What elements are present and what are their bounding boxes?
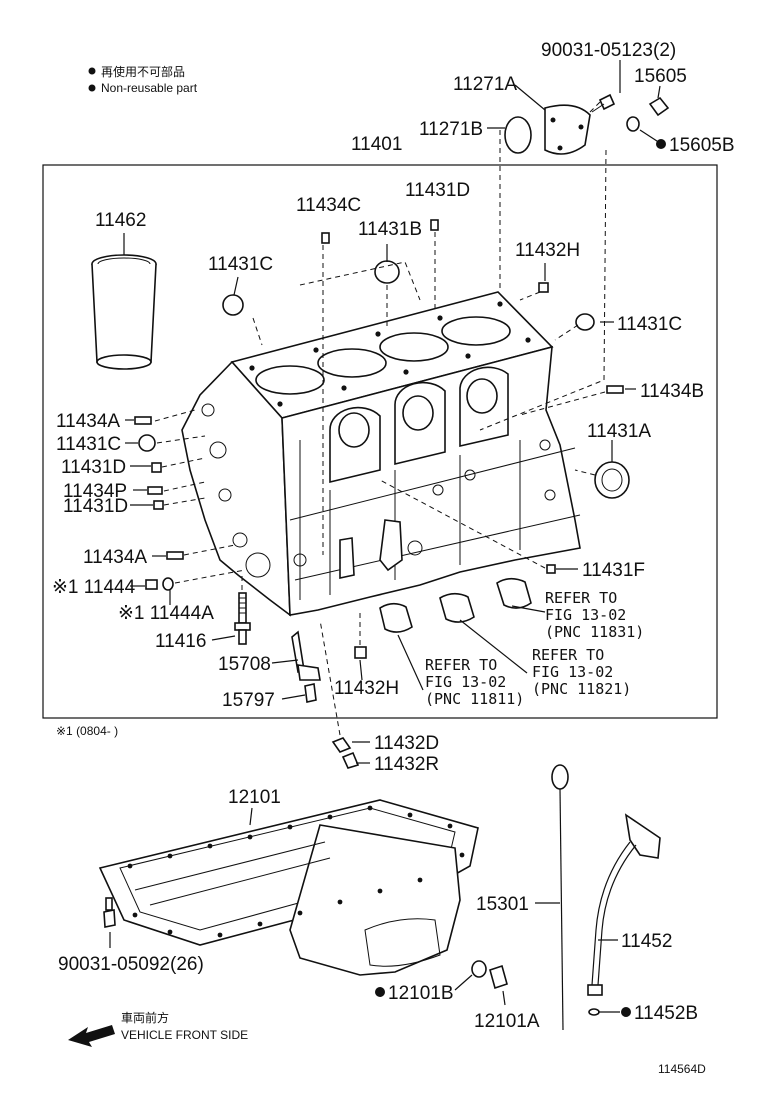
label-11271B: 11271B <box>419 119 483 140</box>
label-11431C-right: 11431C <box>617 314 682 335</box>
label-11434A-1: 11434A <box>56 411 120 432</box>
legend-nonreusable-jp: 再使用不可部品 <box>101 64 185 79</box>
dipstick-guide-11452 <box>587 813 661 1016</box>
engine-block-group-frame <box>42 164 718 719</box>
label-11444: ※1 11444 <box>52 577 136 598</box>
ref-11811-line1: REFER TO <box>425 656 497 674</box>
ref-11821-line2: FIG 13-02 <box>532 663 613 681</box>
label-11444A: ※1 11444A <box>118 603 214 624</box>
label-90031-05123: 90031-05123(2) <box>541 40 676 61</box>
plug-11432D-11432R <box>331 737 360 769</box>
label-11271A: 11271A <box>453 74 517 95</box>
label-15797: 15797 <box>222 690 275 711</box>
label-15301: 15301 <box>476 894 529 915</box>
legend-bullet-icon <box>88 84 96 92</box>
diagram-id: 114564D <box>658 1062 706 1076</box>
label-11452B: 11452B <box>634 1003 698 1024</box>
vehicle-front-en: VEHICLE FRONT SIDE <box>121 1028 248 1042</box>
label-11432D: 11432D <box>374 733 439 754</box>
label-11431B: 11431B <box>358 219 422 240</box>
label-15708: 15708 <box>218 654 271 675</box>
cylinder-bore-1 <box>255 365 325 395</box>
label-11432R: 11432R <box>374 754 439 775</box>
vehicle-front-jp: 車両前方 <box>121 1010 169 1025</box>
cylinder-bore-3 <box>379 332 449 362</box>
label-11434P: 11434P <box>63 481 127 502</box>
label-11432H-bottom: 11432H <box>334 678 399 699</box>
label-11431D-top: 11431D <box>405 180 470 201</box>
oil-jet-15708 <box>291 630 321 703</box>
gasket-11271B <box>504 116 532 154</box>
cylinder-liner-11462 <box>91 254 157 370</box>
label-11452: 11452 <box>621 931 672 952</box>
legend-nonreusable-en: Non-reusable part <box>101 81 198 95</box>
oil-pan-12101 <box>98 799 479 976</box>
label-11431A: 11431A <box>587 421 651 442</box>
ref-11811-line2: FIG 13-02 <box>425 673 506 691</box>
label-11431F: 11431F <box>582 560 645 581</box>
footnote-note: ※1 (0804- ) <box>56 724 118 738</box>
label-11434C: 11434C <box>296 195 361 216</box>
label-11401: 11401 <box>351 134 402 155</box>
ref-11821-line1: REFER TO <box>532 646 604 664</box>
ref-11821-line3: (PNC 11821) <box>532 680 631 698</box>
label-15605: 15605 <box>634 66 687 87</box>
part-labels: 90031-05123(2) 11271A 15605 11271B 15605… <box>52 40 735 1032</box>
ref-11831-line3: (PNC 11831) <box>545 623 644 641</box>
legend-bullet-icon <box>88 67 96 75</box>
label-11434A-2: 11434A <box>83 547 147 568</box>
label-11431D-2: 11431D <box>63 496 128 517</box>
label-11431D-1: 11431D <box>61 457 126 478</box>
label-12101A: 12101A <box>474 1011 540 1032</box>
label-11434B: 11434B <box>640 381 704 402</box>
cylinder-bore-4 <box>441 316 511 346</box>
label-11462: 11462 <box>95 210 146 231</box>
label-12101B: 12101B <box>388 983 454 1004</box>
label-11431C-top: 11431C <box>208 254 273 275</box>
drain-plug-12101A <box>471 960 508 990</box>
label-12101: 12101 <box>228 787 281 808</box>
nonreusable-markers <box>375 139 666 1017</box>
bolt-90031-05092 <box>103 897 116 928</box>
cylinder-block-drawing <box>181 291 581 617</box>
label-15605B: 15605B <box>669 135 735 156</box>
ref-11811-line3: (PNC 11811) <box>425 690 524 708</box>
bearings <box>379 577 532 633</box>
label-11416: 11416 <box>155 631 206 652</box>
cylinder-bore-2 <box>317 348 387 378</box>
leader-lines <box>109 60 661 1013</box>
dipstick-15301 <box>551 764 569 1031</box>
label-11431C-left: 11431C <box>56 434 121 455</box>
plugs-and-pins <box>134 219 624 659</box>
vehicle-front-arrow-icon <box>68 1025 115 1047</box>
label-90031-05092: 90031-05092(26) <box>58 954 204 975</box>
stud-bolt-11416 <box>234 592 251 645</box>
ref-11831-line1: REFER TO <box>545 589 617 607</box>
label-11432H-top: 11432H <box>515 240 580 261</box>
cover-plate-11271A <box>504 93 670 155</box>
assembly-dashed-lines <box>154 101 607 736</box>
legend: 再使用不可部品 Non-reusable part <box>88 64 198 95</box>
oil-seal-11431A <box>594 461 630 499</box>
ref-11831-line2: FIG 13-02 <box>545 606 626 624</box>
